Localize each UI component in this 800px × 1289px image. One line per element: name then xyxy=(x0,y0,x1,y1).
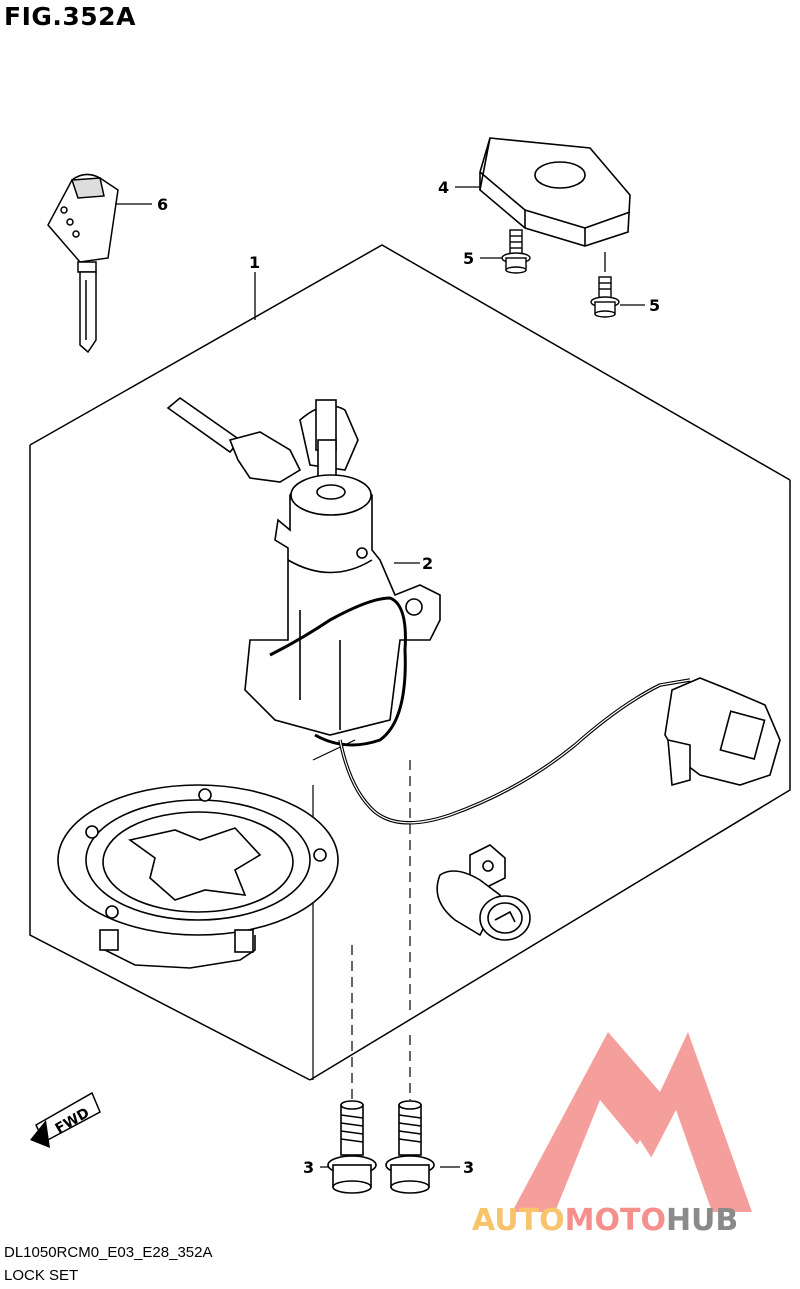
bolt-part-3a xyxy=(327,1100,377,1194)
callout-label-5b: 5 xyxy=(649,296,660,315)
fwd-direction-badge: FWD xyxy=(30,1091,101,1148)
model-code: DL1050RCM0_E03_E28_352A xyxy=(4,1244,213,1261)
callout-label-6: 6 xyxy=(157,195,168,214)
screw-part-5b xyxy=(590,276,620,318)
callout-label-3a: 3 xyxy=(303,1158,314,1177)
bolt-centerlines xyxy=(351,760,411,1100)
part-name: LOCK SET xyxy=(4,1267,79,1284)
callout-label-5a: 5 xyxy=(463,249,474,268)
callout-label-1: 1 xyxy=(249,253,260,272)
watermark-text: AUTOMOTOHUB xyxy=(472,1203,738,1238)
ignition-switch-part xyxy=(166,396,781,825)
callout-label-4: 4 xyxy=(438,178,449,197)
lock-set-kit-outline xyxy=(29,244,791,1081)
watermark-text-hub: HUB xyxy=(665,1203,739,1238)
watermark-text-moto: MOTO xyxy=(564,1203,666,1238)
callout-leaders xyxy=(113,186,645,1168)
cover-cushion-part xyxy=(479,137,631,247)
fuel-cap-lock-part xyxy=(57,784,339,969)
callout-label-3b: 3 xyxy=(463,1158,474,1177)
watermark-text-auto: AUTO xyxy=(472,1203,565,1238)
figure-title: FIG.352A xyxy=(4,2,136,31)
bolt-part-3b xyxy=(385,1100,435,1194)
screw-part-5a xyxy=(501,229,531,274)
seat-lock-cylinder-part xyxy=(436,844,531,941)
callout-label-2: 2 xyxy=(422,554,433,573)
ignition-key-part xyxy=(47,173,119,354)
watermark-logo-icon xyxy=(512,1032,752,1212)
